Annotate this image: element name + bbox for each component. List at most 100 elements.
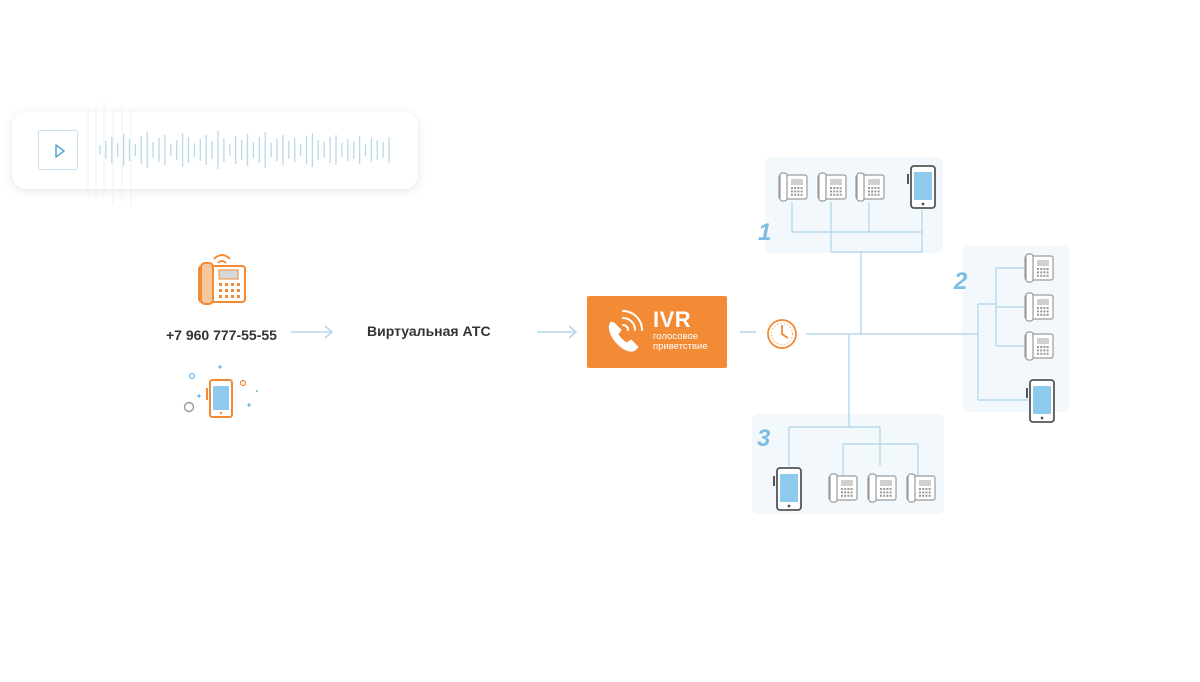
ivr-subtitle: голосовое приветствие (653, 332, 708, 352)
desk-phone-key (874, 193, 877, 196)
desk-phone-key (883, 494, 886, 497)
desk-phone-key (839, 193, 842, 196)
desk-phone-icon (817, 172, 847, 202)
ivr-node: IVR голосовое приветствие (587, 296, 727, 368)
desk-phone-key (925, 488, 928, 490)
desk-phone-key (791, 193, 793, 196)
desk-phone-handset (779, 172, 788, 202)
desk-phone-key (794, 190, 797, 193)
desk-phone-key (1040, 349, 1043, 352)
desk-phone-key (830, 190, 832, 193)
ivr-subtitle-line2: приветствие (653, 341, 708, 352)
desk-phone-key (1046, 346, 1049, 348)
desk-phone-display (830, 179, 842, 185)
arrow-caller-to-pbx (291, 325, 334, 339)
group-3-number: 3 (757, 425, 771, 452)
mobile-home-button (921, 202, 925, 206)
desk-phone-key (874, 190, 877, 193)
desk-phone-key (1046, 352, 1049, 355)
desk-phone-key (844, 488, 847, 490)
desk-phone-key (886, 494, 889, 497)
desk-phone-key (797, 187, 800, 189)
desk-phone-key (1046, 268, 1049, 270)
desk-phone-key (836, 190, 839, 193)
desk-phone-key (800, 193, 803, 196)
desk-phone-key (1037, 271, 1039, 274)
desk-phone-handset (818, 172, 827, 202)
desk-phone-key (1040, 310, 1043, 313)
desk-phone-key (925, 494, 928, 497)
mobile-phone-icon (907, 165, 936, 209)
desk-phone-key (1046, 271, 1049, 274)
desk-phone-key (1043, 271, 1046, 274)
desk-phone-key (889, 494, 892, 497)
desk-phone-key (1037, 274, 1039, 277)
desk-phone-key (833, 190, 836, 193)
mobile-side-button (1026, 388, 1028, 398)
desk-phone-key (1040, 352, 1043, 355)
desk-phone-key (791, 187, 793, 189)
desk-phone-handset (829, 473, 838, 503)
desk-phone-key (830, 187, 832, 189)
play-icon (55, 144, 65, 158)
group-1-number: 1 (758, 219, 772, 246)
desk-phone-display (919, 480, 931, 486)
desk-phone-key (1040, 268, 1043, 270)
desk-phone-icon (1024, 253, 1054, 283)
desk-phone-key (1046, 310, 1049, 313)
desk-phone-key (800, 190, 803, 193)
play-button[interactable] (38, 130, 78, 170)
desk-phone-key (886, 491, 889, 494)
desk-phone-key (1037, 349, 1039, 352)
phone-handset-icon (608, 310, 643, 352)
desk-phone-key (1043, 268, 1046, 270)
desk-phone-key (1043, 274, 1046, 277)
desk-phone-handset (868, 473, 877, 503)
desk-phone-key (1043, 346, 1046, 348)
caller-mobile-icon (183, 365, 258, 418)
desk-phone-key (1040, 274, 1043, 277)
desk-phone-key (880, 488, 882, 490)
desk-phone-key (928, 491, 931, 494)
desk-phone-key (1046, 274, 1049, 277)
desk-phone-icon (906, 473, 936, 503)
desk-phone-key (839, 190, 842, 193)
virtual-pbx-label: Виртуальная АТС (367, 323, 491, 339)
desk-phone-key (877, 193, 880, 196)
desk-phone-key (794, 187, 797, 189)
desk-phone-display (880, 480, 892, 486)
desk-phone-display (841, 480, 853, 486)
desk-phone-key (850, 491, 853, 494)
desk-phone-key (1043, 310, 1046, 313)
desk-phone-key (1040, 346, 1043, 348)
desk-phone-key (880, 491, 882, 494)
desk-phone-key (1043, 313, 1046, 316)
desk-phone-icon (828, 473, 858, 503)
desk-phone-key (919, 494, 921, 497)
mobile-home-button (787, 504, 791, 508)
desk-phone-display (1037, 338, 1049, 344)
desk-phone-key (833, 193, 836, 196)
desk-phone-key (841, 494, 843, 497)
mobile-phone-icon (773, 467, 802, 511)
desk-phone-key (1043, 307, 1046, 309)
desk-phone-key (1046, 349, 1049, 352)
desk-phone-key (1046, 307, 1049, 309)
desk-phone-key (836, 193, 839, 196)
desk-phone-key (847, 488, 850, 490)
desk-phone-icon (867, 473, 897, 503)
desk-phone-key (844, 494, 847, 497)
ivr-title: IVR (653, 307, 692, 332)
desk-phone-key (877, 190, 880, 193)
mobile-phone-icon (1026, 379, 1055, 423)
desk-phone-key (800, 187, 803, 189)
desk-phone-icon (1024, 331, 1054, 361)
desk-phone-key (1037, 310, 1039, 313)
desk-phone-icon (1024, 292, 1054, 322)
desk-phone-display (1037, 260, 1049, 266)
desk-phone-key (868, 193, 870, 196)
desk-phone-key (841, 488, 843, 490)
clock-icon (767, 319, 797, 349)
